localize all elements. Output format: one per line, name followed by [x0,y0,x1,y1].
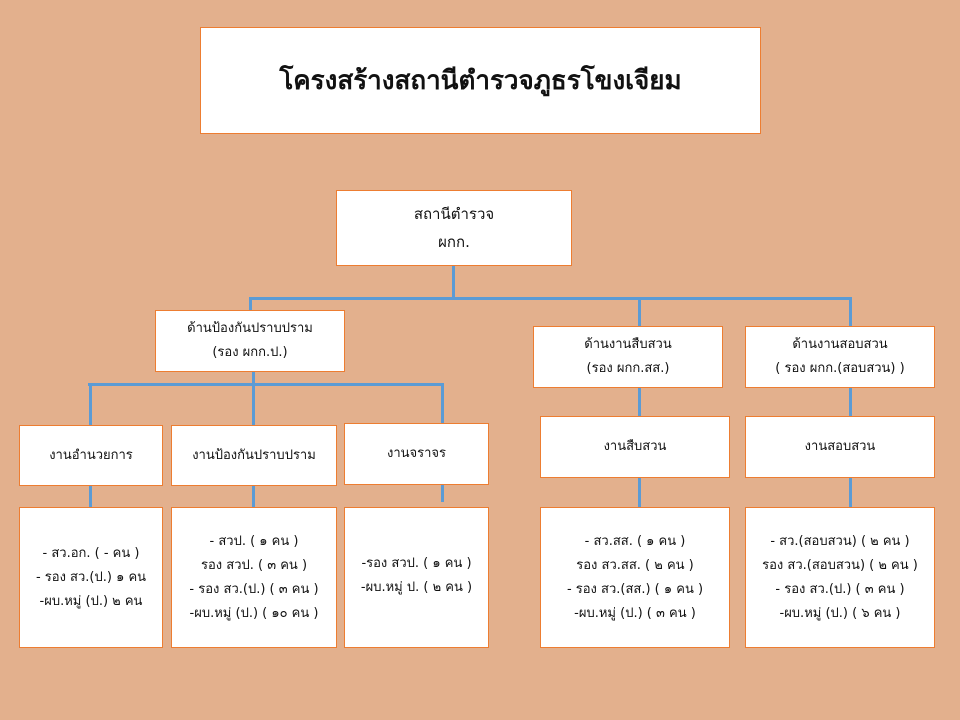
division-head: (รอง ผกก.สส.) [586,361,670,376]
unit-name: งานอำนวยการ [49,447,133,463]
root-line2: ผกก. [438,233,470,251]
division-name: ด้านป้องกันปราบปราม [187,321,313,336]
root-node: สถานีตำรวจ ผกก. [336,190,572,266]
staff-line: - รอง สว.(ป.) ( ๓ คน ) [775,581,905,597]
unit-investigation: งานสืบสวน [540,416,730,478]
staff-line: -รอง สวป. ( ๑ คน ) [361,556,472,571]
connector [452,265,455,299]
staff-line: รอง สวป. ( ๓ คน ) [200,557,308,573]
staff-line: - สวป. ( ๑ คน ) [209,533,299,549]
staff-line: -ผบ.หมู่ (ป.) ๒ คน [39,593,143,609]
connector [849,387,852,417]
unit-traffic: งานจราจร [344,423,489,485]
unit-prevention: งานป้องกันปราบปราม [171,425,337,486]
staff-investigation: - สว.สส. ( ๑ คน ) รอง สว.สส. ( ๒ คน ) - … [540,507,730,648]
staff-line: - รอง สว.(ป.) ( ๓ คน ) [189,581,319,597]
division-head: ( รอง ผกก.(สอบสวน) ) [775,361,905,376]
staff-admin: - สว.อก. ( - คน ) - รอง สว.(ป.) ๑ คน -ผบ… [19,507,163,648]
connector [249,297,852,300]
connector [441,484,444,502]
connector [89,383,92,426]
unit-admin: งานอำนวยการ [19,425,163,486]
connector [88,383,444,386]
staff-line: - สว.(สอบสวน) ( ๒ คน ) [770,533,910,549]
connector [252,485,255,508]
staff-line: - รอง สว.(ป.) ๑ คน [35,569,147,585]
staff-line: รอง สว.สส. ( ๒ คน ) [576,557,694,573]
staff-line: -ผบ.หมู่ (ป.) ( ๖ คน ) [779,605,901,621]
unit-name: งานจราจร [386,446,447,461]
chart-title: โครงสร้างสถานีตำรวจภูธรโขงเจียม [279,65,682,96]
staff-line: รอง สว.(สอบสวน) ( ๒ คน ) [762,557,918,573]
unit-name: งานสอบสวน [804,439,876,454]
division-inquiry: ด้านงานสอบสวน ( รอง ผกก.(สอบสวน) ) [745,326,935,388]
connector [638,387,641,417]
root-line1: สถานีตำรวจ [413,205,495,223]
staff-line: - สว.อก. ( - คน ) [42,545,140,561]
connector [249,297,252,311]
staff-prevention: - สวป. ( ๑ คน ) รอง สวป. ( ๓ คน ) - รอง … [171,507,337,648]
staff-line: - รอง สว.(สส.) ( ๑ คน ) [566,581,704,597]
unit-inquiry: งานสอบสวน [745,416,935,478]
connector [441,383,444,424]
staff-line: -ผบ.หมู่ (ป.) ( ๓ คน ) [574,605,696,621]
division-head: (รอง ผกก.ป.) [212,345,288,360]
connector [252,371,255,385]
chart-title-box: โครงสร้างสถานีตำรวจภูธรโขงเจียม [200,27,761,134]
division-name: ด้านงานสืบสวน [584,337,672,352]
connector [849,477,852,508]
unit-name: งานป้องกันปราบปราม [192,447,316,463]
division-name: ด้านงานสอบสวน [792,337,888,352]
connector [89,485,92,508]
staff-line: -ผบ.หมู่ ป. ( ๒ คน ) [360,580,473,595]
staff-line: -ผบ.หมู่ (ป.) ( ๑๐ คน ) [189,605,319,621]
staff-line: - สว.สส. ( ๑ คน ) [584,533,686,549]
connector [252,383,255,426]
connector [638,477,641,508]
unit-name: งานสืบสวน [603,439,667,454]
connector [849,297,852,327]
staff-inquiry: - สว.(สอบสวน) ( ๒ คน ) รอง สว.(สอบสวน) (… [745,507,935,648]
staff-traffic: -รอง สวป. ( ๑ คน ) -ผบ.หมู่ ป. ( ๒ คน ) [344,507,489,648]
division-prevention: ด้านป้องกันปราบปราม (รอง ผกก.ป.) [155,310,345,372]
connector [638,297,641,327]
division-investigation: ด้านงานสืบสวน (รอง ผกก.สส.) [533,326,723,388]
